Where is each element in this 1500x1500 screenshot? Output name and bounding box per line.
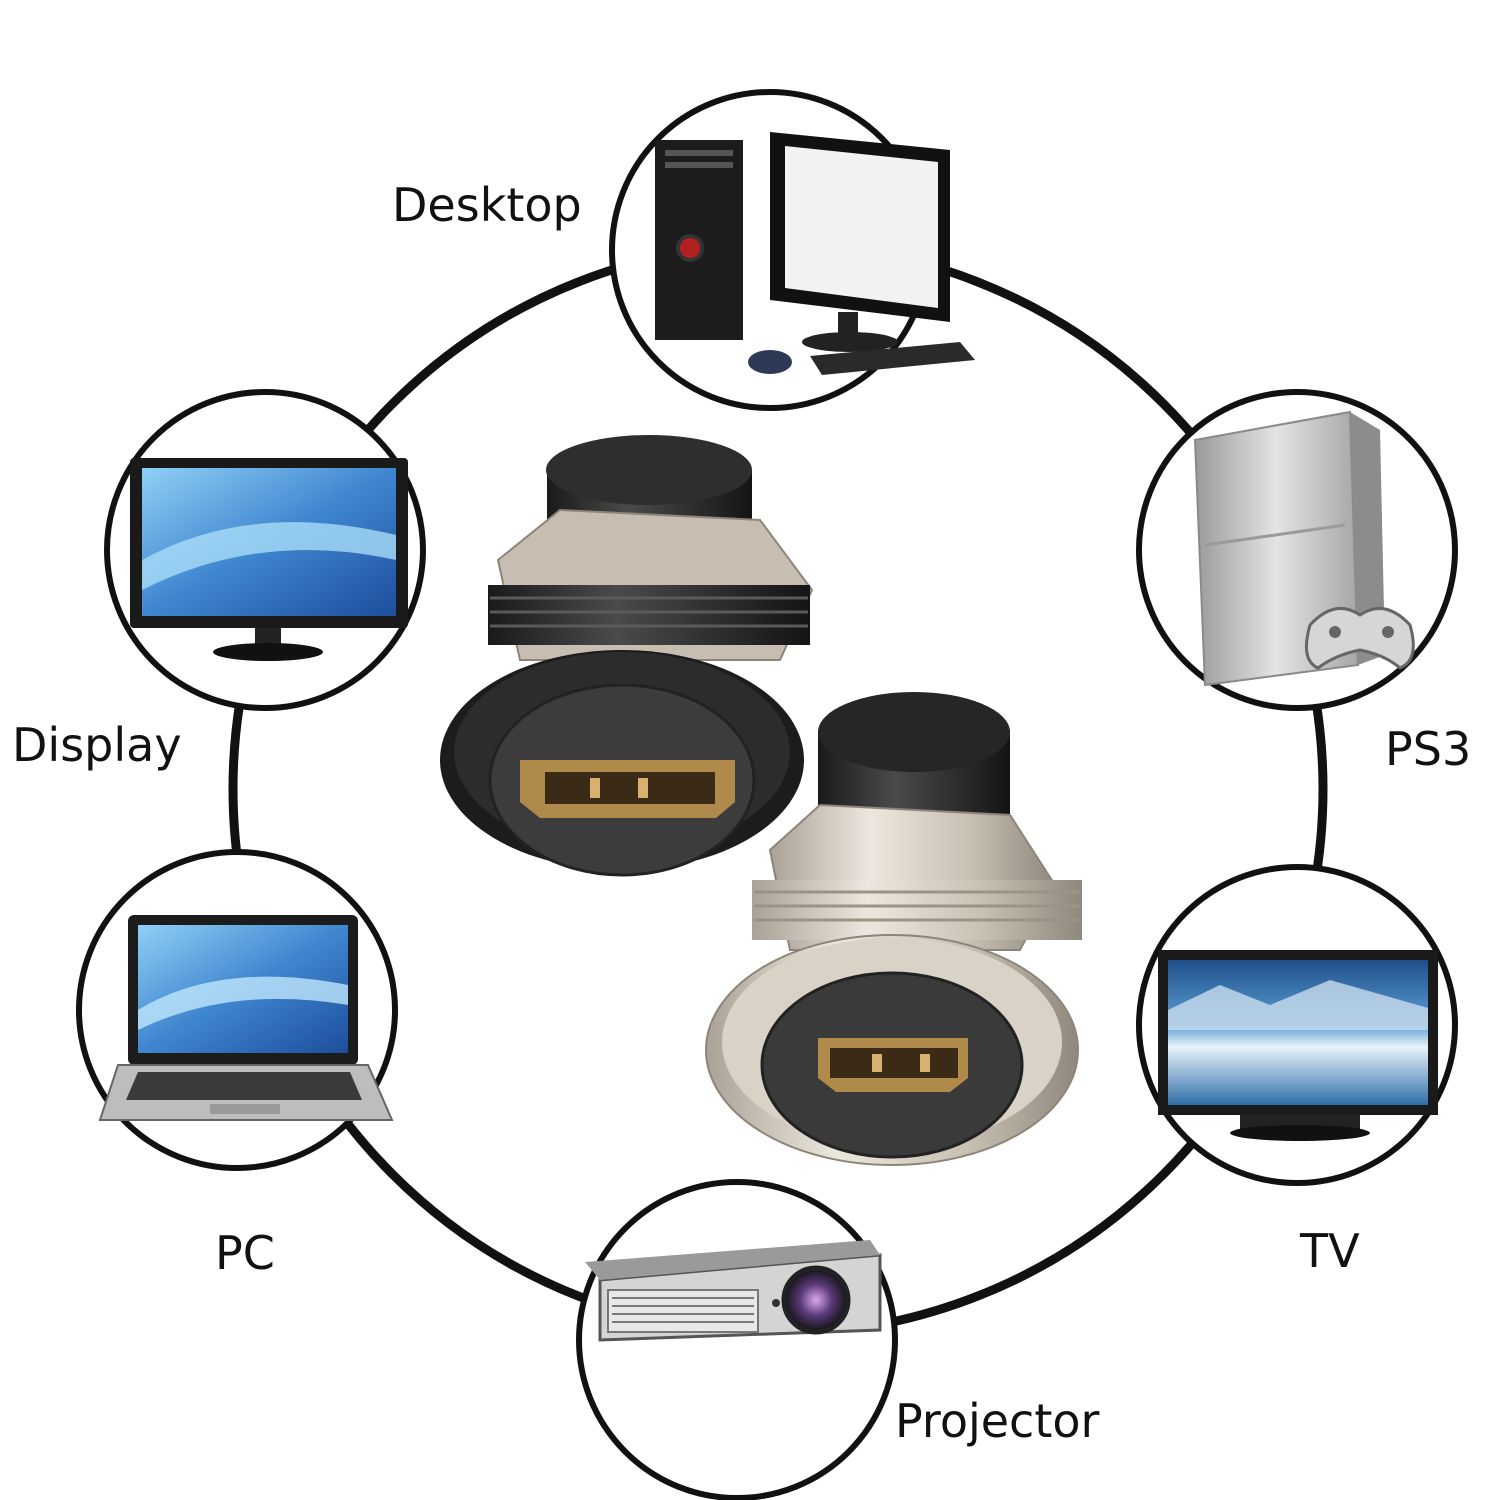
projector-label: Projector	[895, 1394, 1100, 1448]
laptop-icon	[98, 915, 394, 1121]
display-device	[104, 389, 426, 711]
display-label: Display	[12, 718, 182, 772]
game-console-icon	[1193, 410, 1415, 687]
desktop-device	[609, 89, 975, 411]
monitor-icon	[130, 458, 408, 661]
tv-device	[1136, 864, 1458, 1186]
pc-label: PC	[215, 1226, 275, 1280]
ps3-device	[1136, 389, 1458, 711]
black-hdmi-panel-connector-icon	[440, 435, 814, 877]
silver-hdmi-panel-connector-icon	[705, 692, 1082, 1166]
pc-device	[76, 849, 398, 1171]
tv-label: TV	[1300, 1224, 1360, 1278]
desktop-computer-icon	[655, 132, 975, 375]
projector-device	[576, 1179, 898, 1500]
projector-icon	[585, 1240, 882, 1342]
ps3-label: PS3	[1385, 722, 1472, 776]
desktop-label: Desktop	[392, 178, 582, 232]
television-icon	[1158, 950, 1438, 1141]
